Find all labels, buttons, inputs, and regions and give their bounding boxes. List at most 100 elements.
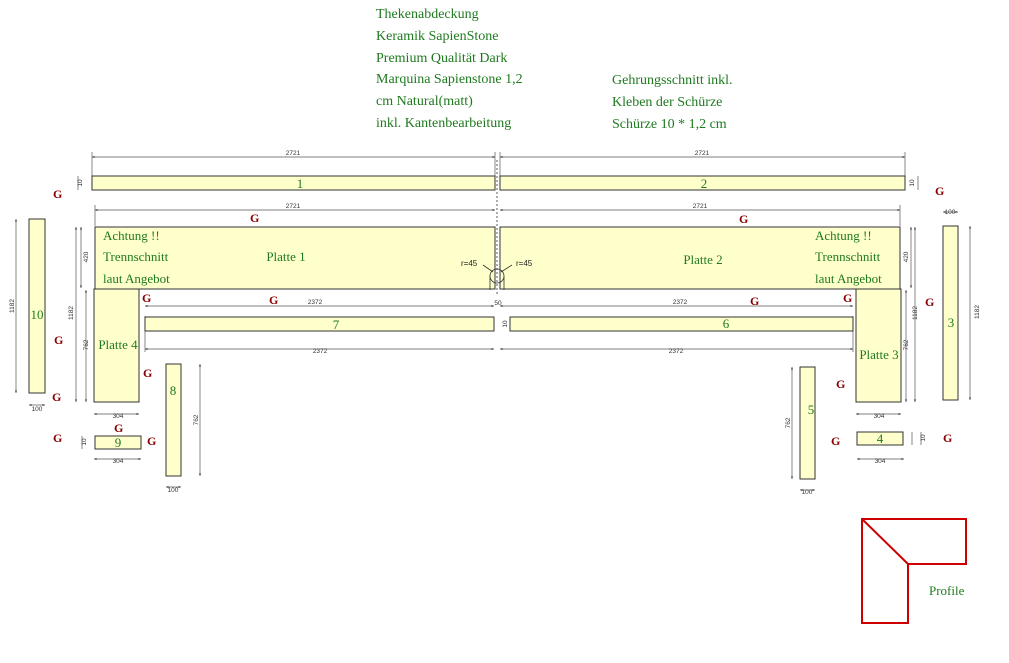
- piece-9: [94, 435, 142, 450]
- label-piece-8: 8: [170, 383, 177, 398]
- seam-detail: [482, 160, 513, 295]
- dim-p3-height: 1182: [974, 305, 981, 319]
- dim-apron-2: 10: [909, 179, 916, 187]
- dim-leg-depth-left: 762: [83, 339, 90, 350]
- edge-mark: G: [739, 212, 748, 226]
- apron-line-1: Gehrungsschnitt inkl.: [612, 73, 733, 88]
- note-left-3: laut Angebot: [103, 271, 170, 286]
- material-description: Thekenabdeckung Keramik SapienStone Prem…: [376, 4, 523, 135]
- edge-mark: G: [843, 291, 852, 305]
- dim-p8-width: 100: [168, 487, 179, 494]
- label-piece-3: 3: [948, 315, 955, 330]
- profile-label: Profile: [929, 583, 965, 598]
- dim-p10-height: 1182: [9, 299, 16, 313]
- dim-p4-width: 304: [875, 458, 886, 465]
- piece-1: [91, 175, 496, 191]
- piece-2: [499, 175, 906, 191]
- piece-8: [165, 363, 182, 477]
- material-line-3: Premium Qualität Dark: [376, 50, 508, 66]
- label-piece-5: 5: [808, 402, 815, 417]
- edge-marks: G G G G G G G G G G G G G G G G G G: [52, 184, 952, 448]
- dim-apron-6: 10: [502, 320, 509, 328]
- material-line-5: cm Natural(matt): [376, 94, 473, 110]
- edge-mark: G: [147, 434, 156, 448]
- dim-p9-width: 304: [113, 458, 124, 465]
- piece-7: [144, 316, 495, 332]
- slab-platte-3: [855, 288, 902, 403]
- edge-mark: G: [53, 187, 62, 201]
- material-line-6: inkl. Kantenbearbeitung: [376, 115, 512, 131]
- dim-apron-9: 10: [81, 438, 88, 446]
- dim-apron-1: 10: [77, 179, 84, 187]
- piece-6: [509, 316, 854, 332]
- edge-mark: G: [53, 431, 62, 445]
- dim-p3-width: 100: [945, 209, 956, 216]
- note-right-2: Trennschnitt: [815, 249, 881, 264]
- piece-5: [799, 366, 816, 480]
- dim-p5-width: 100: [802, 489, 813, 496]
- piece-10: [28, 218, 46, 394]
- edge-mark: G: [114, 421, 123, 435]
- dim-leg-left: 304: [113, 413, 124, 420]
- piece-4: [856, 431, 904, 446]
- dim-slab-left: 2721: [286, 203, 301, 210]
- apron-line-2: Kleben der Schürze: [612, 94, 723, 110]
- material-line-4: Marquina Sapienstone 1,2: [376, 72, 523, 88]
- label-platte-4: Platte 4: [98, 337, 138, 352]
- dimension-labels: 2721 2721 2721 2721 2372 2372 2372 2372 …: [9, 150, 981, 496]
- dim-p7-top: 2372: [308, 299, 323, 306]
- material-line-2: Keramik SapienStone: [376, 28, 499, 44]
- dim-total-left: 1182: [68, 306, 75, 320]
- dim-p6-top: 2372: [673, 299, 688, 306]
- piece-3: [942, 225, 959, 401]
- dim-p5-height: 762: [785, 417, 792, 428]
- dim-notch: 50: [494, 300, 502, 307]
- label-piece-7: 7: [333, 317, 340, 332]
- radius-left: r=45: [461, 259, 478, 268]
- dim-total-right: 1182: [912, 306, 919, 320]
- dim-leg-depth-right: 762: [903, 339, 910, 350]
- dim-slab-right: 2721: [693, 203, 708, 210]
- dimension-lines: [14, 152, 972, 492]
- dim-apron-4: 10: [920, 434, 927, 442]
- label-piece-2: 2: [701, 176, 708, 191]
- dim-p8-height: 762: [193, 414, 200, 425]
- label-platte-3: Platte 3: [859, 347, 898, 362]
- edge-mark: G: [935, 184, 944, 198]
- note-right-1: Achtung !!: [815, 228, 872, 243]
- label-piece-10: 10: [31, 307, 44, 322]
- dim-p7-bottom: 2372: [313, 348, 328, 355]
- edge-mark: G: [269, 293, 278, 307]
- dim-depth-left: 420: [83, 251, 90, 262]
- note-left-2: Trennschnitt: [103, 249, 169, 264]
- edge-mark: G: [836, 377, 845, 391]
- label-platte-1: Platte 1: [266, 249, 305, 264]
- apron-line-3: Schürze 10 * 1,2 cm: [612, 116, 727, 132]
- edge-mark: G: [943, 431, 952, 445]
- label-piece-9: 9: [115, 435, 122, 450]
- label-piece-4: 4: [877, 431, 884, 446]
- dim-top-right: 2721: [695, 150, 710, 157]
- edge-mark: G: [52, 390, 61, 404]
- dim-p6-bottom: 2372: [669, 348, 684, 355]
- edge-mark: G: [54, 333, 63, 347]
- cut-notes: Achtung !! Trennschnitt laut Angebot Ach…: [103, 228, 882, 286]
- note-left-1: Achtung !!: [103, 228, 160, 243]
- slab-platte-1: [94, 226, 496, 290]
- edge-mark: G: [750, 294, 759, 308]
- slab-platte-2: [499, 226, 901, 290]
- dim-p10-width: 100: [32, 406, 43, 413]
- edge-mark: G: [831, 434, 840, 448]
- profile-sketch: [861, 518, 967, 624]
- label-piece-1: 1: [297, 176, 304, 191]
- piece-numbers: 1 2 7 6 10 3 8 5 9 4 Platte 1 Platte 2 P…: [31, 176, 955, 450]
- edge-mark: G: [925, 295, 934, 309]
- dim-leg-right: 304: [874, 413, 885, 420]
- pieces: [28, 175, 959, 480]
- edge-mark: G: [142, 291, 151, 305]
- label-piece-6: 6: [723, 316, 730, 331]
- dim-depth-right: 420: [903, 251, 910, 262]
- note-right-3: laut Angebot: [815, 271, 882, 286]
- edge-mark: G: [143, 366, 152, 380]
